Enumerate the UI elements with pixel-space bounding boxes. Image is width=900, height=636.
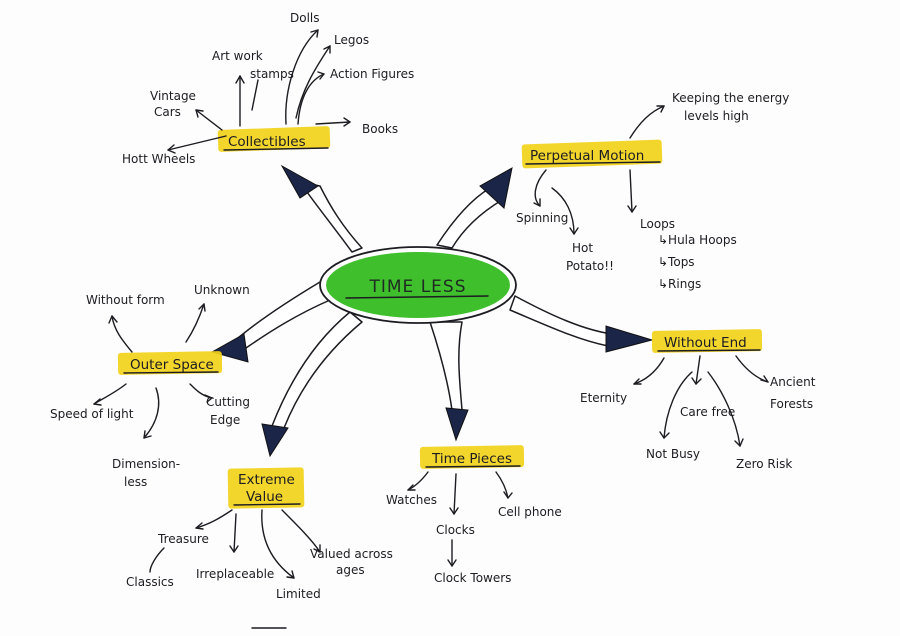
arrow-head-perpetual bbox=[479, 167, 513, 209]
branch-title-time-pieces: Time Pieces bbox=[431, 451, 512, 467]
branch-title-perpetual-motion: Perpetual Motion bbox=[530, 148, 644, 164]
item-dimensionless-1: Dimension- bbox=[112, 457, 180, 471]
item-ancient-1: Ancient bbox=[770, 375, 816, 389]
item-hula-hoops: ↳Hula Hoops bbox=[658, 233, 737, 247]
item-dolls: Dolls bbox=[290, 11, 320, 25]
item-loops: Loops bbox=[640, 217, 675, 231]
branch-title-without-end: Without End bbox=[664, 335, 747, 351]
main-arrows bbox=[210, 164, 654, 458]
item-classics: Classics bbox=[126, 575, 174, 589]
item-cutting-edge-2: Edge bbox=[210, 413, 240, 427]
branch-title-extreme-value-2: Value bbox=[246, 489, 283, 505]
branch-time-pieces: Time Pieces Watches Clocks Cell phone Cl… bbox=[386, 445, 562, 585]
item-cutting-edge-1: Cutting bbox=[206, 395, 250, 409]
branch-title-collectibles: Collectibles bbox=[228, 134, 306, 150]
branch-collectibles: Collectibles Vintage Cars Hott Wheels Ar… bbox=[122, 11, 414, 166]
item-vintage-cars-2: Cars bbox=[154, 105, 181, 119]
item-not-busy: Not Busy bbox=[646, 447, 700, 461]
arrow-head-timepieces bbox=[445, 407, 469, 442]
item-clock-towers: Clock Towers bbox=[434, 571, 511, 585]
branch-perpetual-motion: Perpetual Motion Keeping the energy leve… bbox=[516, 91, 789, 291]
center-title: TIME LESS bbox=[368, 277, 466, 297]
arrow-head-extremevalue bbox=[261, 423, 289, 458]
item-speed-of-light: Speed of light bbox=[50, 407, 134, 421]
item-artwork: Art work bbox=[212, 49, 263, 63]
item-irreplaceable: Irreplaceable bbox=[196, 567, 274, 581]
item-ancient-2: Forests bbox=[770, 397, 813, 411]
item-energy-2: levels high bbox=[684, 109, 749, 123]
item-hott-wheels: Hott Wheels bbox=[122, 152, 195, 166]
item-care-free: Care free bbox=[680, 405, 735, 419]
arrow-head-outerspace bbox=[210, 333, 249, 363]
item-spinning: Spinning bbox=[516, 211, 568, 225]
item-energy-1: Keeping the energy bbox=[672, 91, 789, 105]
item-valued-1: Valued across bbox=[310, 547, 393, 561]
item-legos: Legos bbox=[334, 33, 369, 47]
item-hot-potato-1: Hot bbox=[572, 241, 593, 255]
item-unknown: Unknown bbox=[194, 283, 250, 297]
item-tops: ↳Tops bbox=[658, 255, 695, 269]
center-node: TIME LESS bbox=[319, 246, 517, 324]
center-fill bbox=[326, 252, 510, 318]
arrow-head-collectibles bbox=[280, 164, 319, 199]
item-books: Books bbox=[362, 122, 398, 136]
item-vintage-cars-1: Vintage bbox=[150, 89, 196, 103]
item-watches: Watches bbox=[386, 493, 437, 507]
item-action-figures: Action Figures bbox=[330, 67, 414, 81]
item-cell-phone: Cell phone bbox=[498, 505, 562, 519]
item-dimensionless-2: less bbox=[124, 475, 147, 489]
branch-outer-space: Outer Space Without form Unknown Speed o… bbox=[50, 283, 250, 489]
item-rings: ↳Rings bbox=[658, 277, 701, 291]
item-hot-potato-2: Potato!! bbox=[566, 259, 614, 273]
item-without-form: Without form bbox=[86, 293, 165, 307]
branch-title-extreme-value-1: Extreme bbox=[238, 472, 295, 488]
item-clocks: Clocks bbox=[436, 523, 475, 537]
arrow-head-withoutend bbox=[605, 325, 654, 353]
item-zero-risk: Zero Risk bbox=[736, 457, 792, 471]
item-treasure: Treasure bbox=[157, 532, 209, 546]
item-valued-2: ages bbox=[336, 563, 365, 577]
branch-extreme-value: Extreme Value Treasure Classics Irreplac… bbox=[126, 467, 393, 601]
item-eternity: Eternity bbox=[580, 391, 627, 405]
branch-title-outer-space: Outer Space bbox=[130, 357, 214, 373]
item-stamps: stamps bbox=[250, 67, 294, 81]
branch-without-end: Without End Eternity Ancient Forests Car… bbox=[580, 329, 816, 471]
item-limited: Limited bbox=[276, 587, 321, 601]
